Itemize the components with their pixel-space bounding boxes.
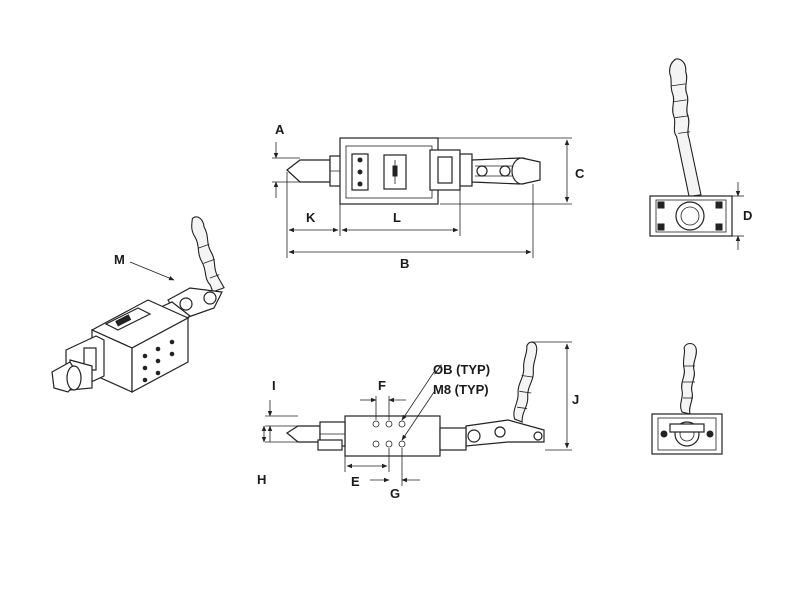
dim-label-i: I [272, 378, 276, 393]
top-view [272, 137, 572, 258]
isometric-view [51, 216, 225, 394]
dim-label-b: B [400, 256, 409, 271]
dim-label-l: L [393, 210, 401, 225]
end-view-bore [675, 201, 705, 231]
dim-label-a: A [275, 122, 285, 137]
end-view-bottom [651, 342, 723, 455]
side-rear-block [439, 427, 467, 451]
bore-note: ØB (TYP) [433, 362, 490, 377]
side-main-body [344, 415, 441, 457]
side-plunger-nose [285, 425, 321, 443]
iso-handle-grip [191, 216, 225, 293]
end-view-top [649, 58, 744, 250]
end-view-handle-grip [669, 58, 702, 198]
dim-label-d: D [743, 208, 752, 223]
dim-label-f: F [378, 378, 386, 393]
dim-label-j: J [572, 392, 579, 407]
end-view-bottom-handle [680, 342, 697, 415]
dim-label-e: E [351, 474, 360, 489]
dim-label-g: G [390, 486, 400, 501]
side-handle-grip [513, 341, 538, 423]
dim-label-h: H [257, 472, 266, 487]
top-plunger-nose [286, 159, 331, 183]
dim-label-m: M [114, 252, 125, 267]
side-view [261, 341, 572, 486]
dim-label-k: K [306, 210, 316, 225]
thread-note: M8 (TYP) [433, 382, 489, 397]
dim-label-c: C [575, 166, 585, 181]
iso-body-side [131, 316, 189, 394]
